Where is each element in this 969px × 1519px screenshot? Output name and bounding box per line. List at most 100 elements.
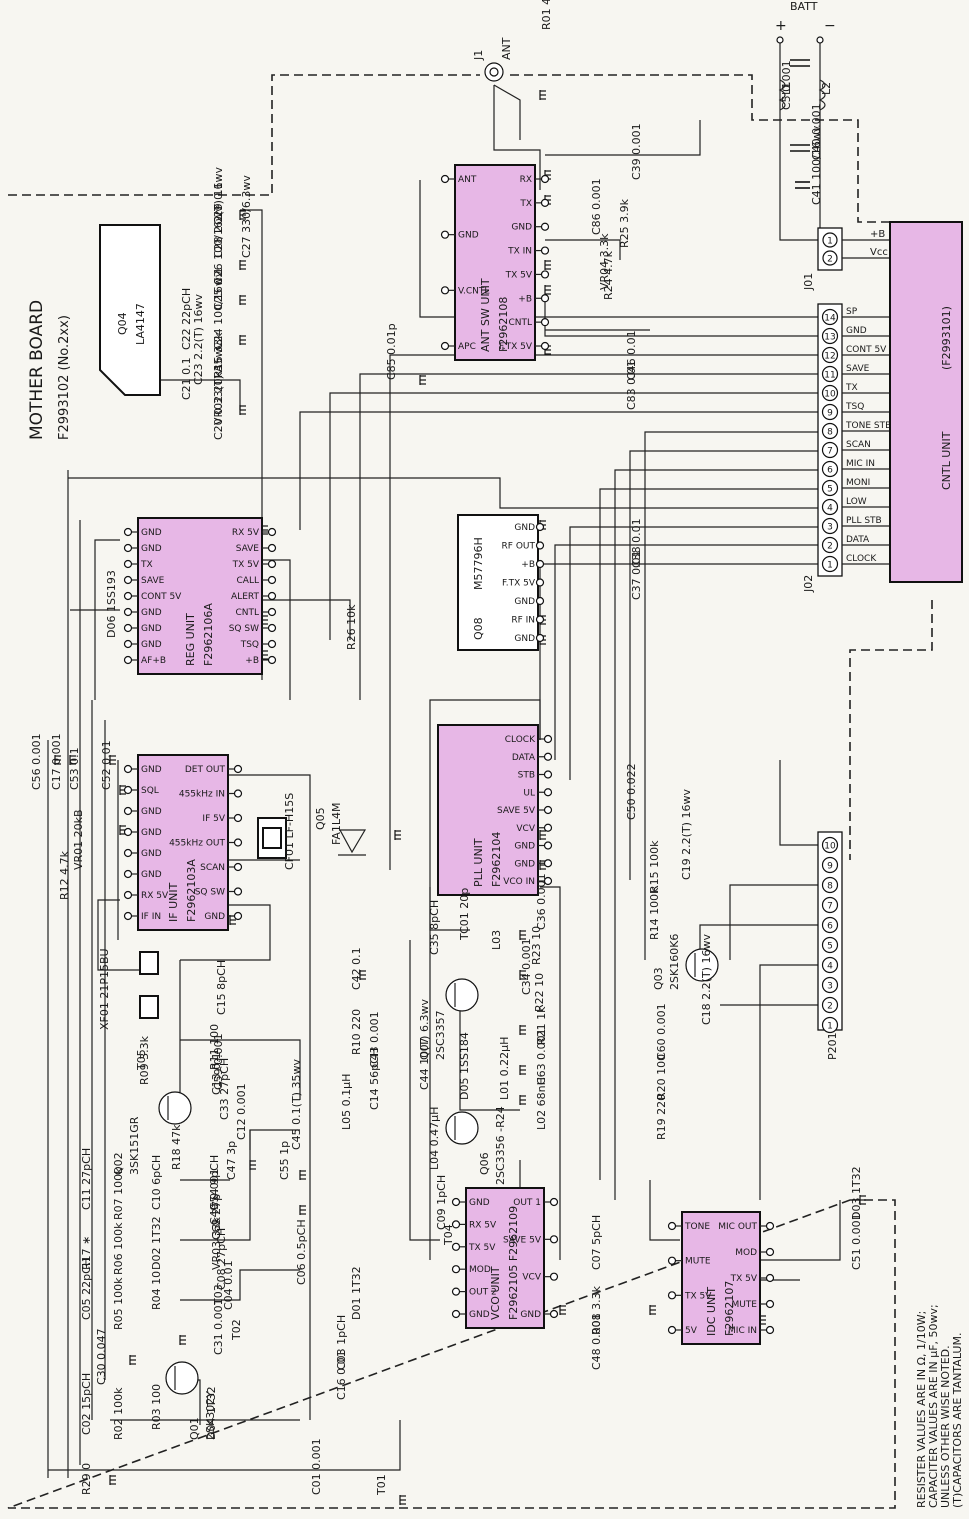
ground-symbol — [519, 930, 526, 940]
unit-pin-label: TX 5V — [505, 270, 533, 280]
unit-pin — [765, 1325, 775, 1335]
p201-pin — [821, 916, 839, 934]
unit-pin-label: +B — [245, 656, 259, 666]
unit-pin-label: TX — [519, 199, 532, 209]
cntl-unit-body — [889, 221, 963, 583]
component-label: R24 4.7k — [602, 250, 615, 300]
unit-pin — [233, 838, 243, 847]
unit-ant-sw-body — [454, 164, 536, 361]
unit-pin-label: MOD — [469, 1265, 491, 1275]
j02-pin-number: 10 — [824, 390, 836, 400]
q07-ref: Q07 — [418, 1037, 431, 1060]
component-label: C38 0.01 — [630, 518, 643, 568]
unit-pin-label: IF 5V — [202, 814, 225, 824]
ground-symbol — [239, 295, 246, 305]
ground-symbol — [539, 90, 546, 100]
ground-symbol — [544, 285, 551, 295]
unit-pin-label: RX 5V — [232, 528, 260, 538]
component-label: C53 0.1 — [68, 747, 81, 790]
q08-pin — [535, 522, 545, 532]
cntl-unit: CNTL UNIT (F2993101) — [889, 221, 963, 583]
j02-pin — [821, 346, 839, 364]
component-label: T03 — [212, 1284, 225, 1306]
q02-ref: Q02 — [112, 1152, 125, 1175]
unit-idc-body — [681, 1211, 761, 1345]
j02-pin — [821, 327, 839, 345]
unit-pin-label: GND — [141, 849, 162, 859]
unit-pin-label: +B — [518, 294, 532, 304]
unit-pin — [543, 788, 553, 797]
unit-if-body — [137, 754, 229, 931]
j02-pin — [821, 460, 839, 478]
component-label: L03 — [490, 930, 503, 950]
unit-pin-label: VCO IN — [503, 877, 535, 887]
unit-pin-label: MIC IN — [728, 1326, 757, 1336]
component-label: C44 10(T) 6.3wv — [418, 999, 431, 1090]
unit-pin-label: GND — [141, 528, 162, 538]
component-label: D06 1SS193 — [105, 570, 118, 638]
component-label: C46 0.01 — [625, 330, 638, 380]
unit-pin — [123, 806, 133, 816]
ground-symbol — [239, 405, 246, 415]
ground-symbol — [109, 1475, 116, 1485]
unit-pin-label: GND — [469, 1198, 490, 1208]
component-label: C24 100/16wv — [212, 270, 225, 350]
ground-symbol — [649, 1305, 656, 1315]
q08-pin — [535, 615, 545, 624]
q08-pin — [535, 596, 545, 606]
component-label: C04 0.01 — [222, 1260, 235, 1310]
unit-pin-label: MUTE — [685, 1257, 711, 1267]
ic-q04: Q04 LA4147 — [99, 224, 161, 396]
unit-pin-label: ALERT — [231, 592, 259, 602]
p201-pin — [821, 856, 839, 874]
component-label: R15 100k — [648, 840, 661, 893]
j02-pin-label: GND — [846, 326, 867, 336]
component-label: R20 100 — [655, 1054, 668, 1100]
component-label: C5 0.001 — [780, 60, 793, 110]
unit-pin-label: ANT — [458, 175, 477, 185]
component-label: C63 0.001 — [535, 1028, 548, 1085]
unit-pin — [765, 1299, 775, 1309]
j01-pin-label: +B — [870, 229, 885, 240]
unit-pin — [540, 341, 550, 351]
q07-body — [445, 978, 479, 1012]
unit-pin-label: TSQ — [240, 640, 259, 650]
ground-symbol — [69, 755, 76, 765]
j02-pin-label: SP — [846, 307, 858, 317]
filter-xf01 — [139, 951, 159, 1019]
p201-pin-number: 8 — [827, 882, 833, 892]
ground-symbol — [544, 260, 551, 270]
q08-pin — [535, 578, 545, 587]
j02-pin-number: 8 — [827, 428, 833, 438]
unit-pin-label: GND — [458, 231, 479, 241]
battery-minus: − — [824, 18, 836, 34]
unit-ant-sw-part: F2962108 — [497, 297, 510, 352]
p201-pin-number: 4 — [827, 962, 833, 972]
j02-pin-number: 12 — [824, 352, 835, 362]
unit-pin — [440, 230, 450, 239]
unit-pin-label: 455kHz IN — [179, 790, 225, 800]
component-label: C49 0.001 — [208, 1168, 221, 1225]
component-label: C51 0.001 — [850, 1213, 863, 1270]
ic-q08-body — [457, 514, 539, 651]
component-label: T04 — [442, 1224, 455, 1246]
unit-pin-label: TONE — [684, 1222, 710, 1232]
unit-pin-label: CNTL — [508, 318, 532, 328]
p201-pin — [821, 956, 839, 974]
unit-pin-label: GND — [141, 765, 162, 775]
component-label: C09 1pCH — [435, 1175, 448, 1230]
q07-part: 2SC3357 — [434, 1010, 447, 1060]
unit-pin — [123, 527, 133, 537]
component-label: C86 0.001 — [590, 178, 603, 235]
component-label: L05 0.1µH — [340, 1074, 353, 1130]
antenna-jack: J1 ANT — [472, 37, 513, 82]
unit-pin — [267, 623, 277, 633]
unit-pin — [267, 559, 277, 569]
component-label: C11 27pCH — [80, 1148, 93, 1210]
ant-jack-inner — [489, 67, 499, 77]
component-label: R03 100 — [150, 1384, 163, 1430]
unit-pin — [540, 174, 550, 184]
component-label: XF01 21P15BU — [98, 948, 111, 1030]
unit-pin-label: TX — [140, 560, 153, 570]
p201-pin — [821, 836, 839, 854]
